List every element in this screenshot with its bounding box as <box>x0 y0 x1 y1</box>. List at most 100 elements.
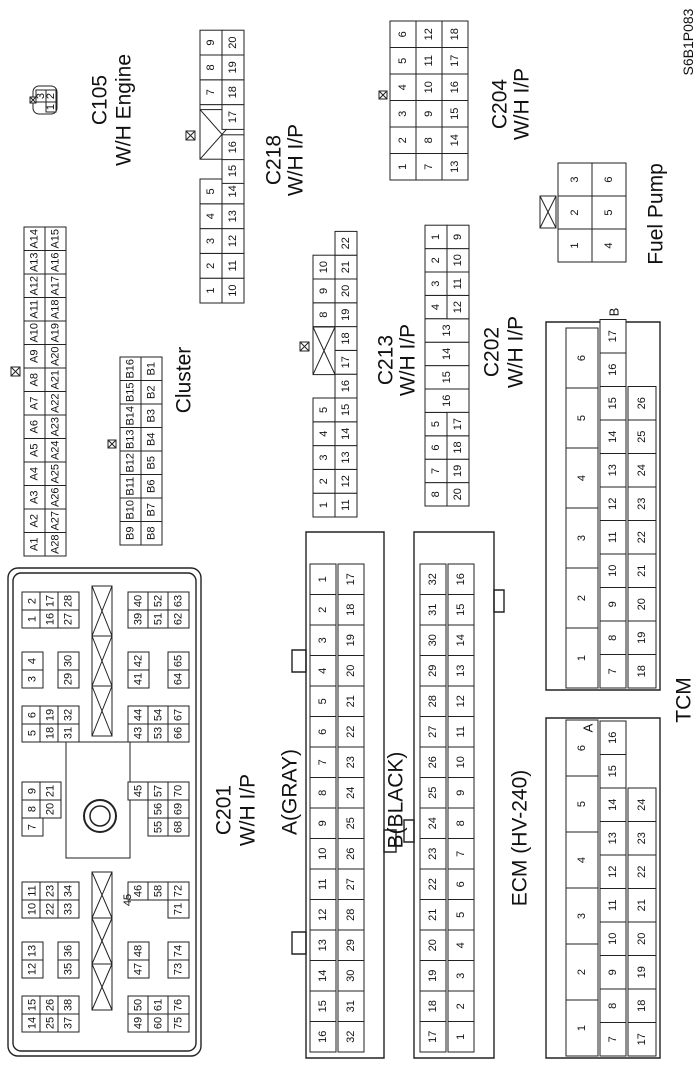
pin-number: 6 <box>576 745 588 751</box>
pin-number: 2 <box>318 478 330 484</box>
pin-number: B14 <box>125 406 137 426</box>
pin-number: A9 <box>29 350 41 363</box>
pin-number: 21 <box>345 695 357 707</box>
pin-number: 5 <box>317 698 329 704</box>
pin-number: B11 <box>125 477 137 496</box>
pin-number: 16 <box>227 141 239 153</box>
pin-cell <box>415 126 443 154</box>
pin-number: 13 <box>441 324 453 336</box>
pin-number: 42 <box>133 655 145 667</box>
pin-number: 6 <box>27 712 39 718</box>
pin-cell <box>599 654 627 689</box>
pin-number: 17 <box>345 573 357 585</box>
pin-number: 47 <box>133 963 145 975</box>
pin-number: A21 <box>50 370 62 390</box>
pin-number: B13 <box>125 429 137 449</box>
pin-number: 17 <box>45 595 57 607</box>
pin-number: 19 <box>45 709 57 721</box>
pin-number: 74 <box>173 945 185 957</box>
pin-number: 1 <box>455 1034 467 1040</box>
pin-number: 12 <box>340 475 352 487</box>
tcm-a-housing <box>545 717 661 1059</box>
connector-c201: 2117162827433029651918323198721201110232… <box>7 567 260 1057</box>
pin-cell <box>599 754 627 789</box>
pin-cell <box>441 100 469 128</box>
pin-number: 15 <box>27 999 39 1011</box>
pin-number: 17 <box>340 356 352 368</box>
pin-number: 7 <box>607 668 619 674</box>
pin-number: 15 <box>441 371 453 383</box>
pin-number: 27 <box>427 726 439 738</box>
pin-number: 10 <box>455 756 467 768</box>
c201-bolt-inner <box>89 805 111 827</box>
pin-number: 4 <box>318 431 330 437</box>
pin-cell <box>309 960 337 992</box>
pin-number: 16 <box>317 1031 329 1043</box>
pin-number: 19 <box>452 465 464 477</box>
pin-number: 9 <box>607 601 619 607</box>
pin-number: 5 <box>603 209 615 215</box>
pin-number: 22 <box>45 903 57 915</box>
pin-number: 7 <box>423 164 435 170</box>
pin-cell <box>599 553 627 588</box>
lock-tab-cross <box>299 341 310 352</box>
pin-number: B8 <box>146 527 158 540</box>
pin-number: 10 <box>607 565 619 577</box>
pin-cell <box>419 777 447 809</box>
pin-number: 26 <box>636 397 648 409</box>
pin-number: 1 <box>318 502 330 508</box>
pin-number: 18 <box>227 86 239 98</box>
pin-number: 14 <box>441 348 453 360</box>
pin-number: 5 <box>430 421 442 427</box>
pin-number: 73 <box>173 963 185 975</box>
pin-number: 25 <box>345 817 357 829</box>
pin-number: B5 <box>146 456 158 469</box>
connector-location: W/H I/P <box>397 324 420 396</box>
pin-cell <box>599 352 627 387</box>
diagram-code: S6B1P083 <box>680 8 696 75</box>
pin-cell <box>309 899 337 931</box>
pin-number: 20 <box>636 598 648 610</box>
pin-number: 3 <box>455 973 467 979</box>
pin-cell <box>337 716 365 748</box>
pin-number: 4 <box>205 213 217 219</box>
pin-number: 25 <box>636 431 648 443</box>
pin-number: 14 <box>340 428 352 440</box>
pin-cell <box>309 563 337 595</box>
pin-number: 14 <box>317 970 329 982</box>
pin-cell <box>57 959 80 979</box>
pin-number: A12 <box>29 276 41 296</box>
pin-number: 19 <box>427 970 439 982</box>
pin-number: A11 <box>29 300 41 319</box>
pin-number: 13 <box>27 945 39 957</box>
pin-number: 1 <box>569 242 581 248</box>
ecm-b-housing <box>413 531 495 1059</box>
pin-number: 3 <box>35 93 47 99</box>
pin-number: 4 <box>576 475 588 481</box>
pin-number: 24 <box>636 799 648 811</box>
pin-cell <box>35 89 47 103</box>
pin-cell <box>447 777 475 809</box>
pin-number: 1 <box>397 164 409 170</box>
pin-number: 1 <box>576 1025 588 1031</box>
lock-tab-cross <box>107 439 117 449</box>
pin-number: 2 <box>576 969 588 975</box>
cavity-cross <box>312 326 336 375</box>
pin-number: 11 <box>340 499 352 510</box>
pin-number: 13 <box>455 665 467 677</box>
pin-number: 10 <box>227 284 239 296</box>
pin-number: 20 <box>427 939 439 951</box>
pin-number: 60 <box>153 1017 165 1029</box>
pin-cell <box>21 959 44 979</box>
pin-number: A26 <box>50 487 62 507</box>
pin-number: 16 <box>441 395 453 407</box>
pin-cell <box>447 929 475 961</box>
pin-number: 17 <box>607 330 619 342</box>
pin-number: 4 <box>603 242 615 248</box>
pin-cell <box>627 988 657 1023</box>
pin-cell <box>627 486 657 521</box>
pin-cell <box>599 1022 627 1057</box>
pin-cell <box>415 73 443 101</box>
